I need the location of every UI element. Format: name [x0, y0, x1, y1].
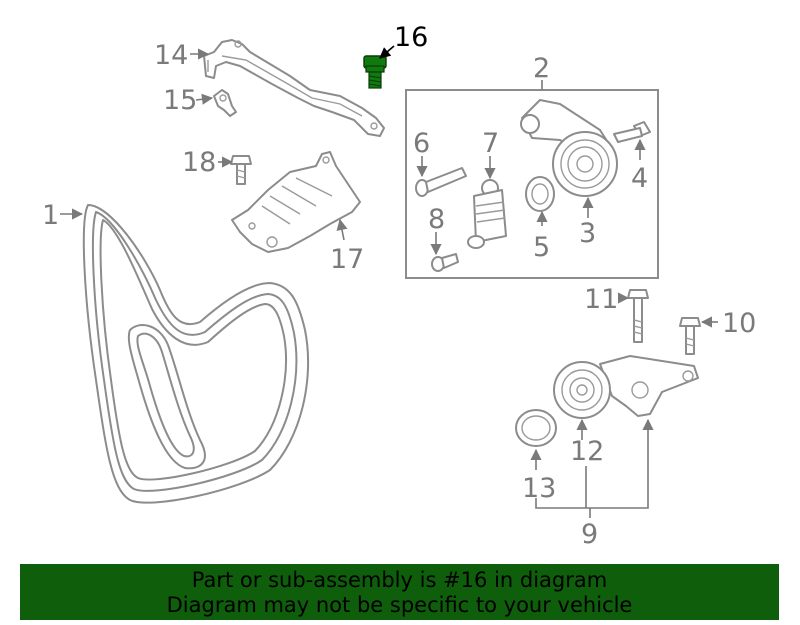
label-part-3: 3: [579, 218, 596, 249]
label-part-2: 2: [533, 53, 550, 84]
label-part-10: 10: [722, 308, 756, 339]
label-part-8: 8: [428, 204, 445, 235]
label-part-16: 16: [394, 22, 428, 53]
label-part-6: 6: [413, 128, 430, 159]
label-part-7: 7: [482, 128, 499, 159]
bolt-part-18[interactable]: [230, 155, 252, 185]
idler-pulley-part-12[interactable]: [553, 355, 699, 419]
belt-part-1[interactable]: [82, 204, 310, 504]
label-part-18: 18: [182, 147, 216, 178]
bolt-part-10[interactable]: [679, 317, 701, 355]
tensioner-pulley-part-3[interactable]: [520, 99, 618, 197]
label-part-15: 15: [163, 85, 197, 116]
label-part-5: 5: [533, 232, 550, 263]
label-part-12: 12: [570, 436, 604, 467]
leader-lines: [60, 45, 718, 518]
shield-part-17[interactable]: [231, 151, 361, 253]
bolt-part-8[interactable]: [431, 253, 459, 272]
bracket-part-14[interactable]: [203, 39, 385, 137]
info-banner: Part or sub-assembly is #16 in diagram D…: [20, 564, 779, 620]
cover-part-13[interactable]: [515, 409, 557, 447]
cover-part-5[interactable]: [525, 176, 555, 212]
tensioner-assembly-box: [405, 89, 659, 279]
bolt-part-6[interactable]: [415, 167, 467, 197]
bolt-part-4[interactable]: [613, 121, 651, 143]
label-part-17: 17: [330, 244, 364, 275]
label-part-14: 14: [154, 40, 188, 71]
label-part-13: 13: [522, 473, 556, 504]
bolt-part-11[interactable]: [627, 289, 649, 343]
label-part-1: 1: [42, 200, 59, 231]
clip-part-15[interactable]: [213, 89, 237, 117]
banner-line-1: Part or sub-assembly is #16 in diagram: [191, 568, 608, 592]
bolt-part-16-highlighted[interactable]: [363, 55, 387, 89]
banner-line-2: Diagram may not be specific to your vehi…: [166, 593, 633, 617]
label-part-11: 11: [584, 284, 618, 315]
damper-part-7[interactable]: [467, 179, 507, 249]
label-part-4: 4: [631, 163, 648, 194]
label-part-9: 9: [581, 519, 598, 550]
